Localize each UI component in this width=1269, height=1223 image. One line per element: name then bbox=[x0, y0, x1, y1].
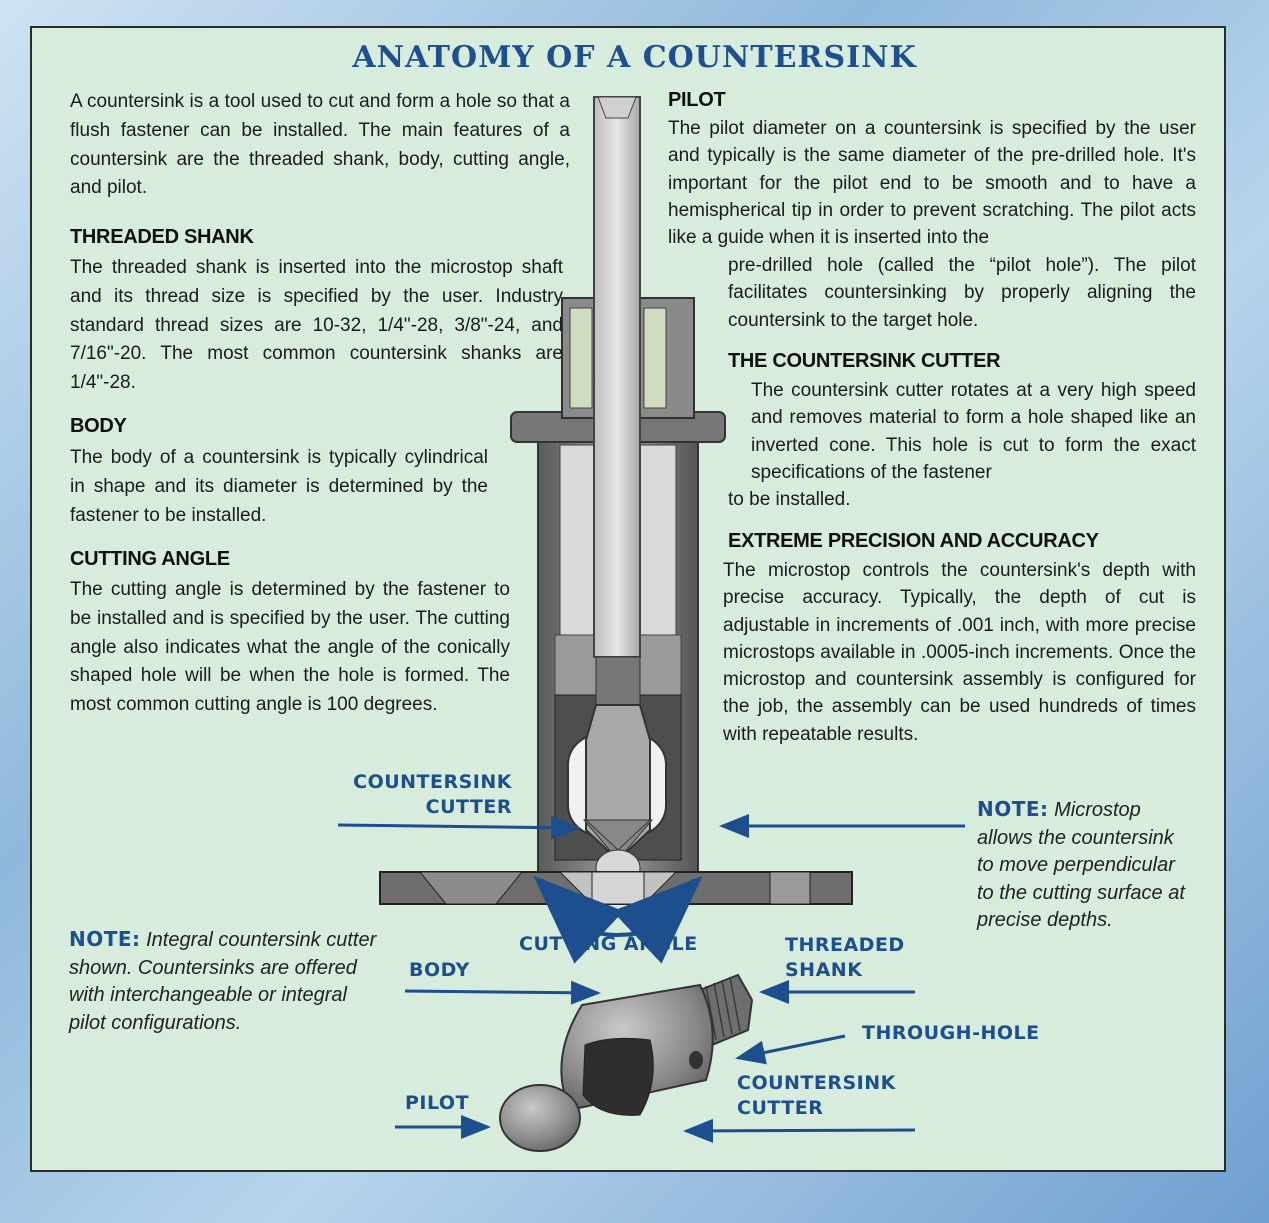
label-countersink-cutter-lower: COUNTERSINK CUTTER bbox=[737, 1072, 896, 1119]
pilot-heading: PILOT bbox=[668, 89, 726, 111]
countersink-tool bbox=[499, 973, 754, 1152]
note-microstop: NOTE: Microstop allows the countersink t… bbox=[977, 796, 1192, 935]
note-integral-text: Integral countersink cutter shown. Count… bbox=[69, 929, 377, 1034]
callout-arrows bbox=[337, 814, 965, 1143]
cutting-angle-arrows bbox=[533, 875, 703, 964]
pilot-text-a: The pilot diameter on a countersink is s… bbox=[668, 118, 1196, 249]
cutting-angle-heading: CUTTING ANGLE bbox=[70, 548, 230, 570]
pilot-text-b: pre-drilled hole (called the “pilot hole… bbox=[728, 255, 1196, 331]
note-microstop-text: Microstop allows the countersink to move… bbox=[977, 799, 1185, 931]
label-pilot: PILOT bbox=[405, 1092, 470, 1114]
cutter-flute bbox=[582, 1037, 654, 1116]
cutter-text-end: to be installed. bbox=[728, 489, 851, 510]
precision-text: The microstop controls the countersink's… bbox=[723, 560, 1196, 745]
through-hole-3d bbox=[689, 1051, 703, 1069]
microstop-assembly bbox=[510, 96, 726, 887]
body-heading: BODY bbox=[70, 415, 127, 437]
body-text: The body of a countersink is typically c… bbox=[70, 447, 488, 526]
threaded-shank-inner bbox=[595, 656, 641, 706]
note-integral-label: NOTE: bbox=[69, 927, 141, 951]
cutter-heading: THE COUNTERSINK CUTTER bbox=[728, 350, 1001, 372]
precision-heading: EXTREME PRECISION AND ACCURACY bbox=[728, 530, 1099, 552]
cutter-text: The countersink cutter rotates at a very… bbox=[751, 380, 1196, 483]
label-countersink-cutter-upper: COUNTERSINK CUTTER bbox=[353, 771, 512, 818]
pilot-shaft bbox=[593, 96, 641, 658]
cutting-angle-text: The cutting angle is determined by the f… bbox=[70, 579, 510, 716]
label-cutting-angle: CUTTING ANGLE bbox=[519, 933, 698, 955]
label-body: BODY bbox=[409, 959, 470, 981]
page-title: ANATOMY OF A COUNTERSINK bbox=[352, 40, 917, 75]
workpiece bbox=[379, 871, 853, 906]
threaded-shank-heading: THREADED SHANK bbox=[70, 226, 254, 248]
note-microstop-label: NOTE: bbox=[977, 797, 1049, 821]
label-through-hole: THROUGH-HOLE bbox=[862, 1022, 1040, 1044]
pilot-tip-3d bbox=[499, 1084, 581, 1152]
intro-text: A countersink is a tool used to cut and … bbox=[70, 91, 570, 199]
label-threaded-shank: THREADED SHANK bbox=[785, 934, 905, 981]
note-integral: NOTE: Integral countersink cutter shown.… bbox=[69, 926, 379, 1037]
threaded-shank-text: The threaded shank is inserted into the … bbox=[70, 257, 563, 394]
